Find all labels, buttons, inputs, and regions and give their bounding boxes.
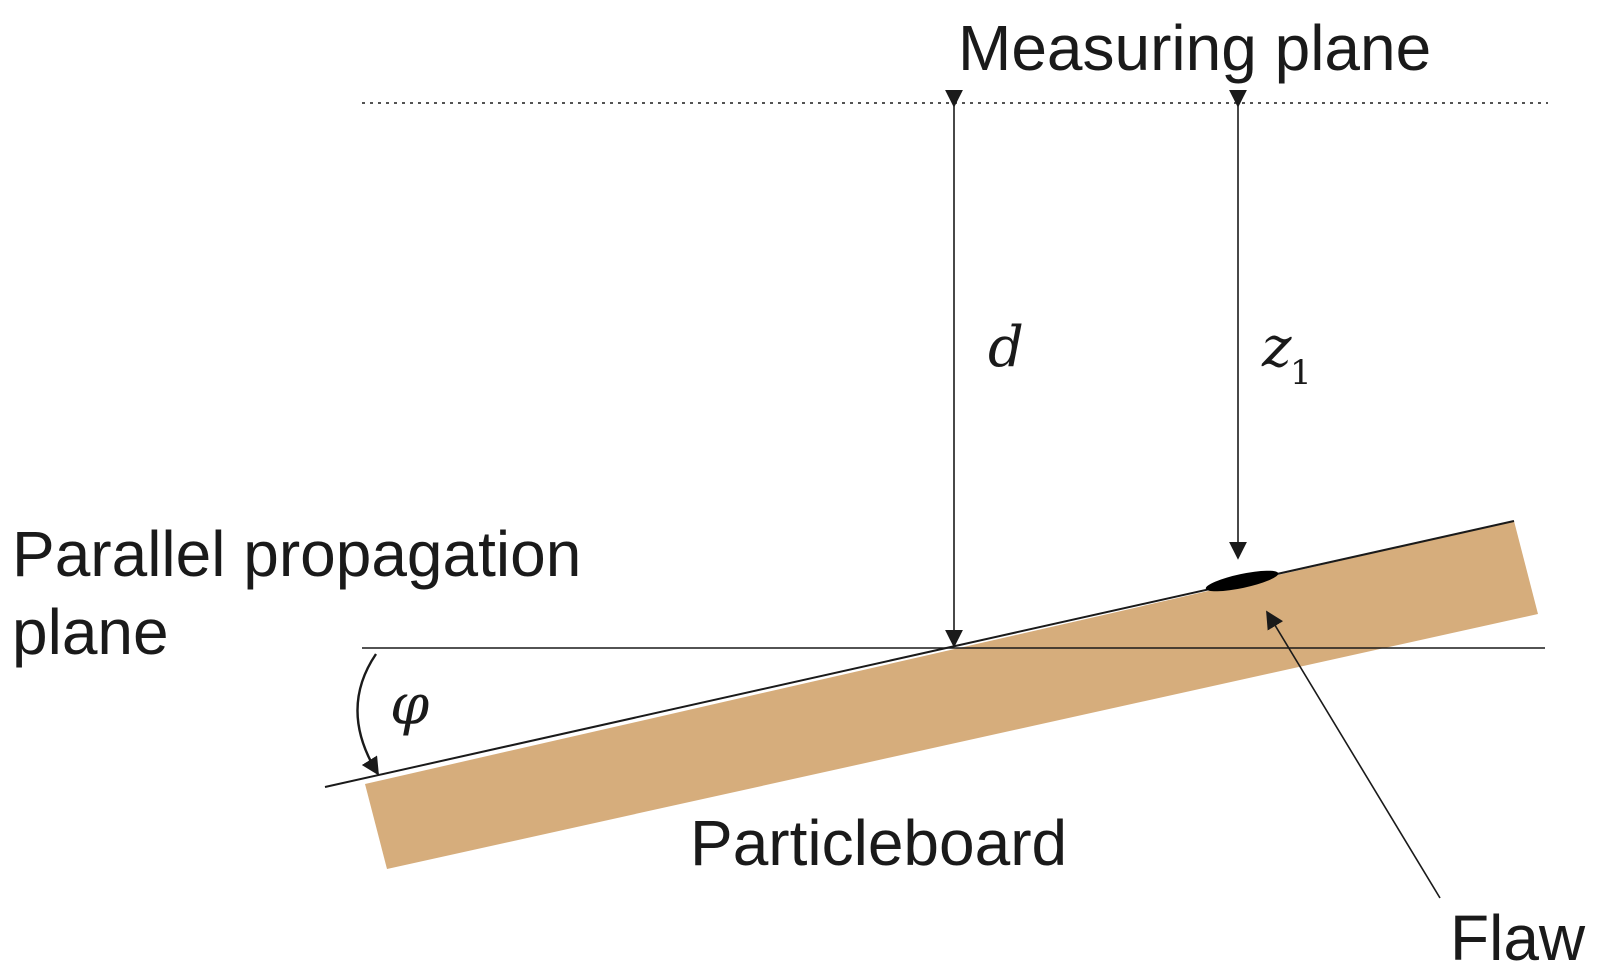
particleboard-shape [365,521,1538,869]
board-top-edge-line [324,520,1515,788]
distance-z-label: z [1261,315,1292,380]
distance-z-subscript: 1 [1290,353,1312,393]
parallel-plane-label-line2: plane [12,596,169,668]
flaw-mark [1205,570,1279,592]
distance-d-label: d [988,315,1024,380]
angle-phi-arc [356,653,380,776]
particleboard-label: Particleboard [690,807,1067,879]
parallel-plane-label-line1: Parallel propagation [12,518,581,590]
flaw-pointer-arrow [1266,610,1441,899]
measuring-plane-label: Measuring plane [958,12,1431,84]
flaw-label: Flaw [1450,902,1586,974]
angle-phi-label: φ [390,673,429,738]
